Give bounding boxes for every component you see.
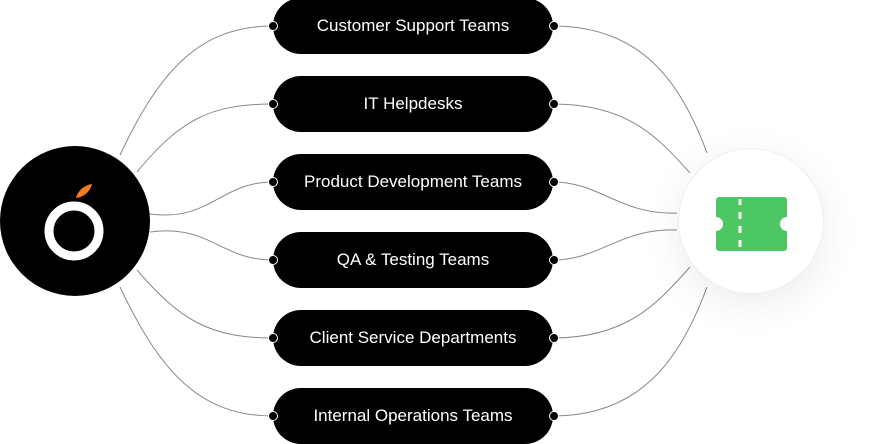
node-label: IT Helpdesks (363, 94, 463, 113)
connector-right-3 (552, 181, 678, 214)
connector-right-4 (552, 229, 678, 261)
connector-dot (548, 332, 559, 343)
connector-dot (267, 20, 278, 31)
connector-dot (267, 254, 278, 265)
node-label: Product Development Teams (304, 172, 522, 191)
connector-dot (267, 410, 278, 421)
node-it-helpdesks: IT Helpdesks (267, 76, 559, 132)
node-product-development-teams: Product Development Teams (267, 154, 559, 210)
connector-dot (548, 410, 559, 421)
node-customer-support-teams: Customer Support Teams (267, 0, 559, 54)
connector-left-6 (119, 286, 274, 417)
node-internal-operations-teams: Internal Operations Teams (267, 388, 559, 444)
node-label: Customer Support Teams (316, 16, 510, 35)
connector-right-2 (552, 103, 691, 174)
ticket-icon (716, 197, 787, 251)
connector-right-5 (552, 266, 691, 339)
connector-left-1 (119, 25, 274, 156)
ticket-target-circle (678, 148, 824, 294)
connector-dot (548, 98, 559, 109)
node-qa-testing-teams: QA & Testing Teams (267, 232, 559, 288)
orange-logo-icon (44, 184, 104, 261)
connector-left-4 (149, 230, 274, 261)
connector-left-5 (136, 269, 274, 339)
connector-right-1 (552, 25, 708, 154)
node-label: QA & Testing Teams (336, 250, 490, 269)
connector-left-2 (136, 103, 274, 173)
connector-dot (548, 20, 559, 31)
node-label: Internal Operations Teams (313, 406, 513, 425)
connector-dot (267, 176, 278, 187)
connector-dot (267, 332, 278, 343)
hub-logo-circle (0, 146, 150, 296)
node-client-service-departments: Client Service Departments (267, 310, 559, 366)
connector-right-6 (552, 286, 708, 417)
connector-left-3 (149, 181, 274, 216)
connector-dot (548, 176, 559, 187)
connector-dot (548, 254, 559, 265)
node-label: Client Service Departments (309, 328, 517, 347)
connector-dot (267, 98, 278, 109)
